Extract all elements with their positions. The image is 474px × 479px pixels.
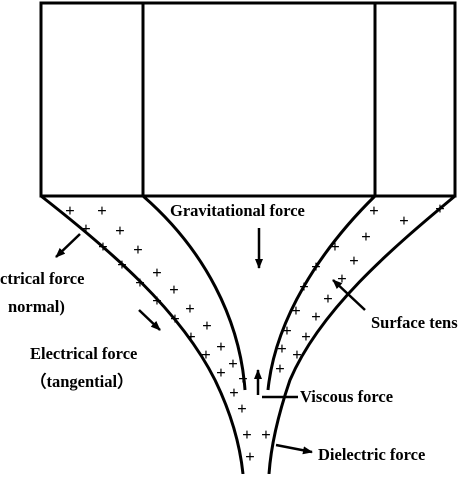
charge-plus-mark: + — [97, 201, 107, 220]
charge-plus-mark: + — [330, 237, 340, 256]
charge-plus-mark: + — [399, 211, 409, 230]
charge-plus-mark: + — [186, 327, 196, 346]
charge-plus-mark: + — [238, 369, 248, 388]
dielectric-force-label: Dielectric force — [318, 445, 425, 464]
charge-plus-mark: + — [117, 255, 127, 274]
dielectric-leader-line — [275, 443, 313, 455]
charge-plus-mark: + — [229, 383, 239, 402]
charge-plus-mark: + — [323, 289, 333, 308]
nozzle-boxes — [39, 1, 457, 198]
surface-tension-arrow — [332, 279, 366, 311]
electrical-normal-label-line2: normal) — [8, 297, 65, 316]
charge-plus-mark: + — [242, 425, 252, 444]
charge-plus-mark: + — [81, 219, 91, 238]
charge-plus-mark: + — [133, 240, 143, 259]
charge-plus-mark: + — [349, 251, 359, 270]
surface-tension-label: Surface tens — [371, 313, 458, 332]
charge-plus-mark: + — [369, 201, 379, 220]
nozzle-box-right — [373, 1, 457, 198]
inner-left-contour — [142, 194, 247, 391]
inner-right-contour — [266, 194, 377, 391]
outer-left-contour — [40, 194, 245, 475]
charge-plus-mark: + — [245, 447, 255, 466]
surface-charges: ++++++++++++++++++++++++++++++++++++++++… — [65, 199, 445, 466]
cone-outlines — [40, 194, 456, 475]
charge-plus-mark: + — [299, 277, 309, 296]
electrical-normal-arrow — [55, 233, 81, 258]
electrical-normal-label-line1: ctrical force — [0, 269, 84, 288]
charge-plus-mark: + — [216, 363, 226, 382]
charge-plus-mark: + — [185, 299, 195, 318]
electrical-tangential-label-line2: （tangential） — [30, 371, 134, 391]
charge-plus-mark: + — [170, 309, 180, 328]
charge-plus-mark: + — [169, 280, 179, 299]
nozzle-box-center — [141, 1, 377, 198]
force-arrows — [55, 228, 366, 455]
charge-plus-mark: + — [65, 201, 75, 220]
gravitational-force-label: Gravitational force — [170, 201, 305, 220]
labels: Gravitational force ctrical force normal… — [0, 201, 458, 464]
charge-plus-mark: + — [291, 301, 301, 320]
electrical-tangential-label-line1: Electrical force — [30, 344, 137, 363]
viscous-force-label: Viscous force — [300, 387, 393, 406]
charge-plus-mark: + — [228, 354, 238, 373]
charge-plus-mark: + — [152, 263, 162, 282]
charge-plus-mark: + — [311, 257, 321, 276]
charge-plus-mark: + — [98, 237, 108, 256]
charge-plus-mark: + — [152, 291, 162, 310]
charge-plus-mark: + — [115, 221, 125, 240]
charge-plus-mark: + — [361, 227, 371, 246]
charge-plus-mark: + — [275, 359, 285, 378]
charge-plus-mark: + — [301, 327, 311, 346]
charge-plus-mark: + — [435, 199, 445, 218]
charge-plus-mark: + — [282, 321, 292, 340]
charge-plus-mark: + — [201, 345, 211, 364]
charge-plus-mark: + — [337, 269, 347, 288]
charge-plus-mark: + — [277, 339, 287, 358]
charge-plus-mark: + — [311, 307, 321, 326]
charge-plus-mark: + — [135, 273, 145, 292]
charge-plus-mark: + — [237, 399, 247, 418]
nozzle-box-left — [39, 1, 145, 198]
charge-plus-mark: + — [292, 345, 302, 364]
charge-plus-mark: + — [202, 316, 212, 335]
outer-right-contour — [267, 194, 456, 475]
electrical-tangential-arrow — [138, 309, 161, 331]
charge-plus-mark: + — [216, 337, 226, 356]
charge-plus-mark: + — [261, 425, 271, 444]
